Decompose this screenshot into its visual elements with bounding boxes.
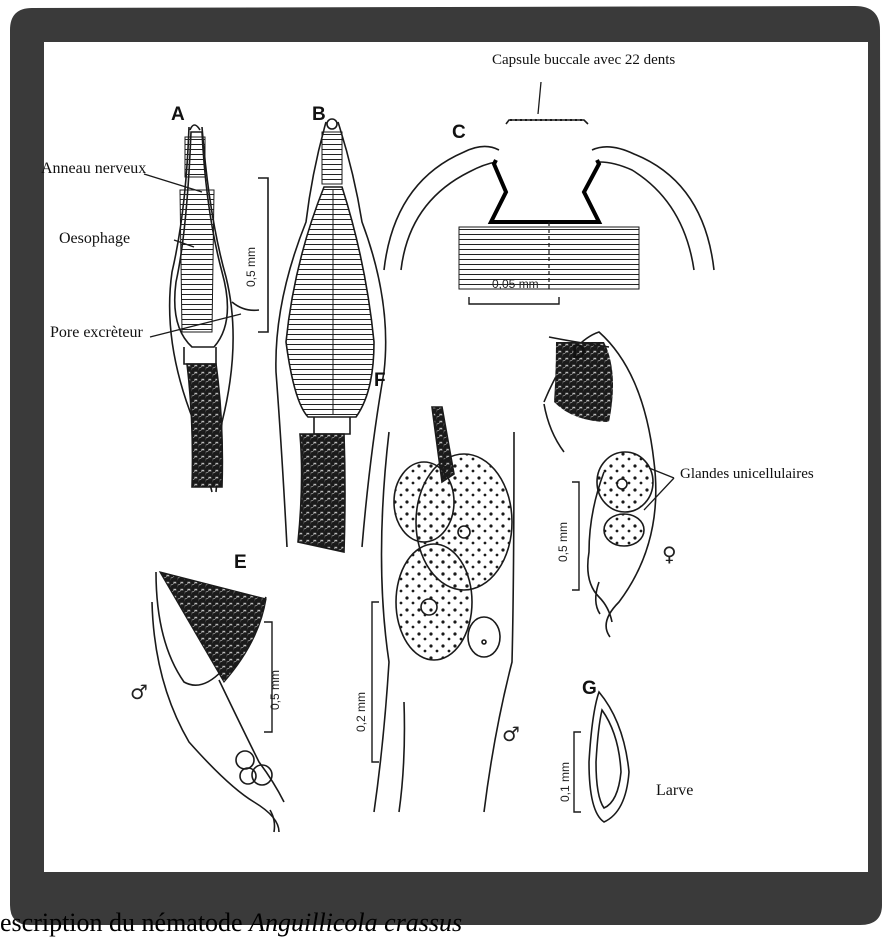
male-symbol-f: ♂ — [502, 722, 520, 746]
label-oesophage: Oesophage — [59, 230, 130, 248]
panel-label-g: G — [582, 678, 597, 700]
panel-label-f: F — [374, 370, 386, 392]
male-symbol-e: ♂ — [130, 680, 148, 704]
panel-label-a: A — [171, 104, 185, 126]
caption-prefix: escription du nématode — [0, 908, 249, 937]
scale-label-f: 0,2 mm — [354, 692, 368, 732]
scale-label-d: 0,5 mm — [556, 522, 570, 562]
panel-label-b: B — [312, 104, 326, 126]
specimen-b — [276, 119, 386, 552]
figure-sheet: A B C D E F G Anneau nerveux Oesophage P… — [44, 42, 868, 872]
specimen-f-male-tail — [372, 407, 514, 812]
female-symbol: ♀ — [662, 542, 677, 566]
scale-label-e: 0,5 mm — [268, 670, 282, 710]
label-glandes-unicellulaires: Glandes unicellulaires — [680, 466, 814, 483]
figure-caption: escription du nématode Anguillicola cras… — [0, 908, 462, 938]
caption-species: Anguillicola crassus — [249, 908, 462, 937]
label-larve: Larve — [656, 782, 693, 800]
label-capsule-buccale: Capsule buccale avec 22 dents — [492, 52, 675, 69]
panel-label-c: C — [452, 122, 466, 144]
label-pore-excreteur: Pore excrèteur — [50, 324, 143, 342]
specimen-e-male-tail — [152, 572, 284, 832]
specimen-d-female-tail — [544, 332, 674, 637]
specimen-a — [170, 125, 259, 492]
label-anneau-nerveux: Anneau nerveux — [41, 160, 146, 178]
scale-label-ab: 0,5 mm — [244, 247, 258, 287]
nematode-drawings — [44, 42, 868, 872]
scale-label-g: 0,1 mm — [558, 762, 572, 802]
scale-label-c: 0,05 mm — [492, 277, 539, 291]
specimen-c-head — [384, 82, 714, 304]
panel-label-d: D — [572, 342, 586, 364]
panel-label-e: E — [234, 552, 247, 574]
specimen-g-larva — [574, 692, 629, 822]
